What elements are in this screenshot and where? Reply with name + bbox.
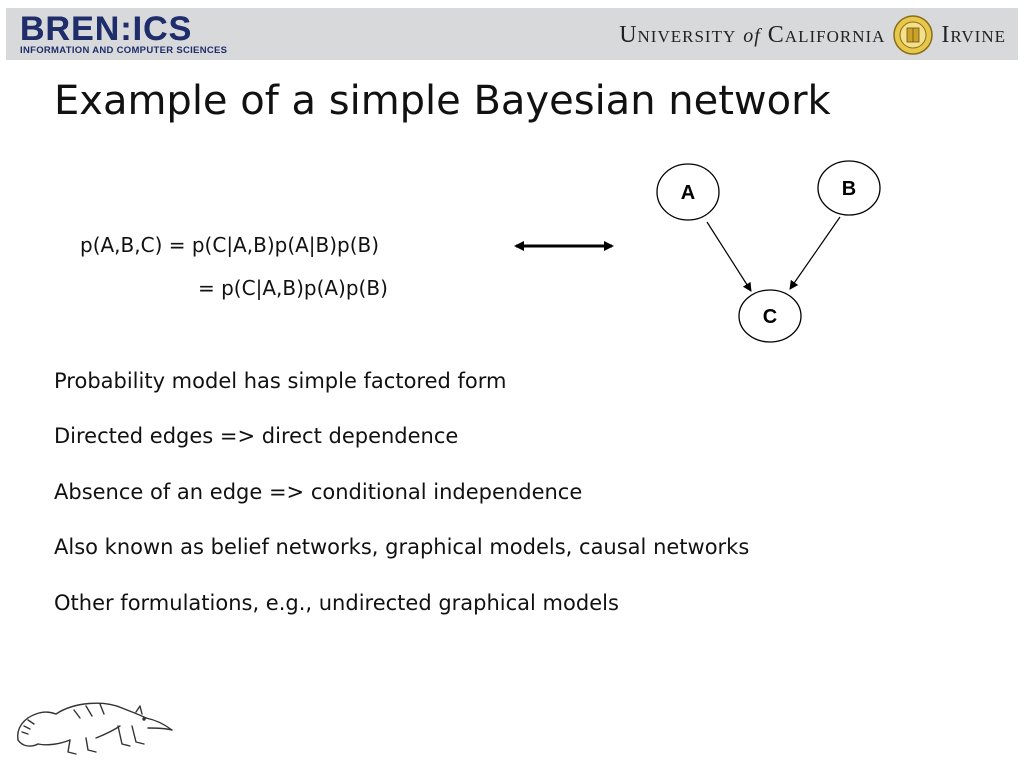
node-b: B bbox=[817, 160, 881, 216]
uci-of-text: of bbox=[743, 24, 761, 47]
header-banner: BREN:ICS INFORMATION AND COMPUTER SCIENC… bbox=[6, 8, 1018, 60]
uci-seal-icon bbox=[893, 15, 934, 55]
slide-title: Example of a simple Bayesian network bbox=[54, 78, 831, 124]
node-c-label: C bbox=[763, 306, 777, 328]
uci-university-text: University bbox=[619, 21, 737, 48]
node-b-label: B bbox=[842, 178, 856, 200]
uci-logo: University of California Irvine bbox=[619, 14, 1006, 56]
node-a: A bbox=[656, 163, 720, 221]
bren-ics-logo-text: BREN:ICS bbox=[20, 10, 193, 48]
uci-irvine-text: Irvine bbox=[941, 21, 1006, 48]
bullet-directed-edges: Directed edges => direct dependence bbox=[54, 424, 459, 448]
edge-a-to-c bbox=[706, 221, 752, 292]
bren-ics-logo: BREN:ICS INFORMATION AND COMPUTER SCIENC… bbox=[20, 11, 282, 59]
anteater-mascot-icon bbox=[17, 702, 173, 755]
node-a-label: A bbox=[681, 182, 695, 204]
edge-b-to-c bbox=[789, 216, 841, 290]
bullet-also-known-as: Also known as belief networks, graphical… bbox=[54, 535, 750, 559]
equation-line-2: = p(C|A,B)p(A)p(B) bbox=[198, 276, 388, 300]
uci-california-text: California bbox=[767, 21, 886, 48]
equation-line-1: p(A,B,C) = p(C|A,B)p(A|B)p(B) bbox=[80, 233, 380, 257]
bullet-other-formulations: Other formulations, e.g., undirected gra… bbox=[54, 591, 619, 615]
bullet-absence-of-edge: Absence of an edge => conditional indepe… bbox=[54, 480, 583, 504]
bren-ics-subtitle: INFORMATION AND COMPUTER SCIENCES bbox=[20, 45, 228, 56]
bullet-factored-form: Probability model has simple factored fo… bbox=[54, 369, 507, 393]
node-c: C bbox=[738, 289, 802, 343]
